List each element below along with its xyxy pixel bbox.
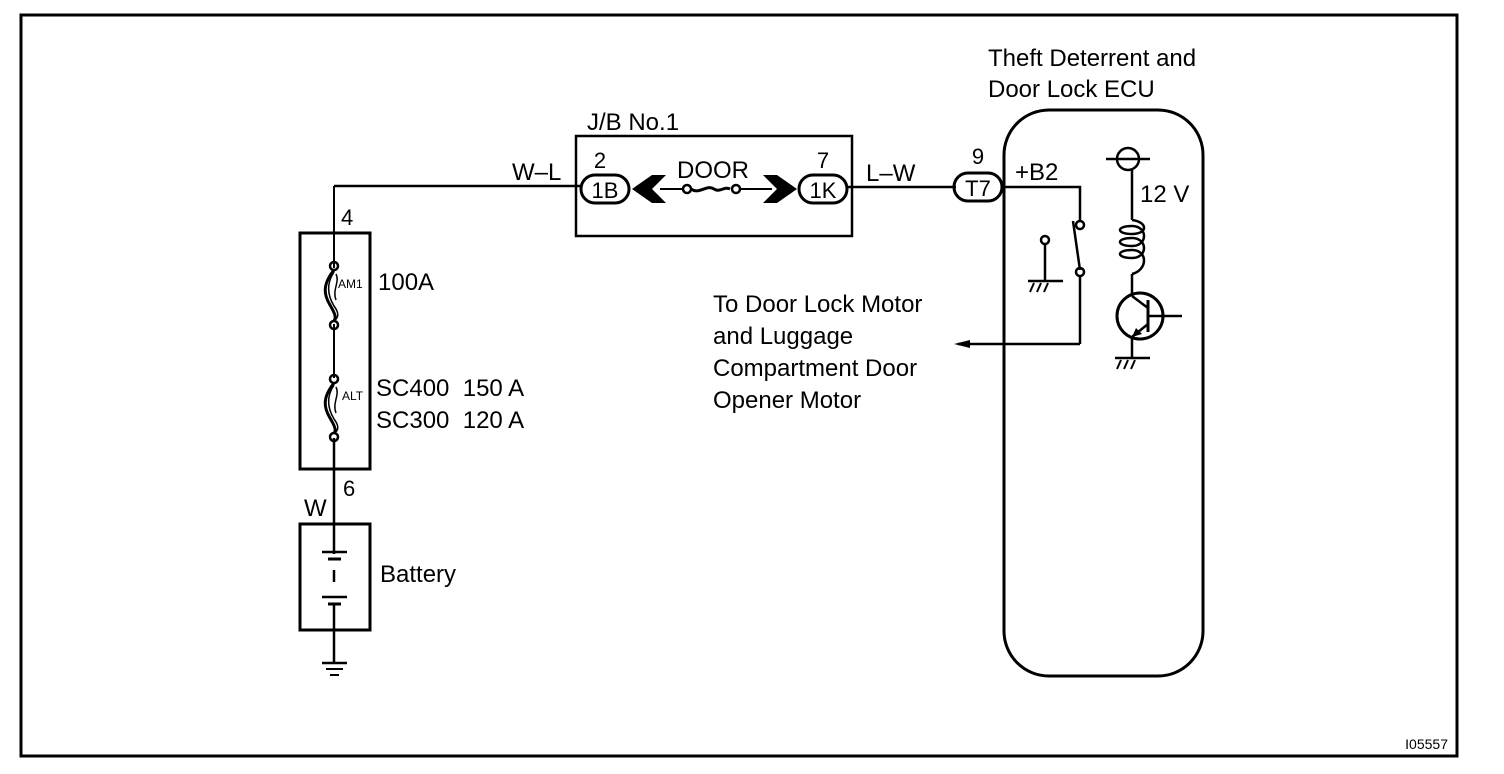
connector-arrow-right-icon <box>763 175 797 203</box>
output-note-line2: and Luggage <box>713 323 853 350</box>
am1-rating: 100A <box>378 269 434 296</box>
door-fuse-icon <box>681 183 742 195</box>
battery-label: Battery <box>380 561 456 588</box>
junction-block-title: J/B No.1 <box>587 109 679 136</box>
wire-color-w: W <box>304 495 327 522</box>
battery: Battery <box>298 522 456 676</box>
connector-1k-pin: 7 <box>817 148 829 173</box>
output-note-line3: Compartment Door <box>713 355 917 382</box>
fusible-link-block: AM1 100A ALT SC400 150 A SC300 120 A 4 6… <box>298 186 524 554</box>
relay-switch-icon <box>1039 219 1086 344</box>
connector-1k <box>797 173 849 205</box>
voltage-label: 12 V <box>1140 181 1189 208</box>
connector-t7-code: T7 <box>965 176 991 201</box>
junction-block: J/B No.1 1B 2 DOOR 1K 7 <box>574 109 854 238</box>
pin-6-label: 6 <box>343 476 355 501</box>
terminal-b2-label: +B2 <box>1015 159 1058 186</box>
pin-4-label: 4 <box>341 205 353 230</box>
alt-rating-sc400: SC400 150 A <box>376 375 524 402</box>
am1-fusible-link-icon <box>323 260 340 331</box>
output-note-line1: To Door Lock Motor <box>713 291 922 318</box>
am1-label: AM1 <box>338 277 363 291</box>
ecu: Theft Deterrent and Door Lock ECU T7 9 +… <box>952 45 1205 678</box>
connector-1b <box>579 173 631 205</box>
diagram-frame <box>19 13 1459 758</box>
ground-icon <box>322 661 347 676</box>
connector-1b-pin: 2 <box>594 148 606 173</box>
connector-t7 <box>952 171 1004 203</box>
door-fuse-label: DOOR <box>677 157 749 184</box>
wire-color-l-w: L–W <box>866 160 916 187</box>
connector-t7-pin: 9 <box>972 144 984 169</box>
output-arrow-icon <box>954 340 970 348</box>
wire-color-w-l: W–L <box>512 159 561 186</box>
alt-label: ALT <box>342 389 364 403</box>
connector-1k-code: 1K <box>810 178 837 203</box>
ground-icon <box>1115 356 1150 370</box>
ecu-title-line1: Theft Deterrent and <box>988 45 1196 72</box>
output-note: To Door Lock Motor and Luggage Compartme… <box>713 291 922 414</box>
transistor-icon <box>1115 291 1182 358</box>
battery-cell-icon <box>322 550 347 662</box>
alt-rating-sc300: SC300 120 A <box>376 407 524 434</box>
connector-1b-code: 1B <box>592 178 619 203</box>
voltage-source-icon <box>1106 146 1150 220</box>
ecu-title-line2: Door Lock ECU <box>988 76 1155 103</box>
figure-id: I05557 <box>1405 736 1448 752</box>
ground-icon <box>1028 279 1063 293</box>
relay-coil-icon <box>1118 218 1146 296</box>
alt-fusible-link-icon <box>323 373 340 443</box>
connector-arrow-left-icon <box>632 175 666 203</box>
ecu-box <box>1002 108 1205 678</box>
output-note-line4: Opener Motor <box>713 387 861 414</box>
wire-b2 <box>1004 185 1082 222</box>
